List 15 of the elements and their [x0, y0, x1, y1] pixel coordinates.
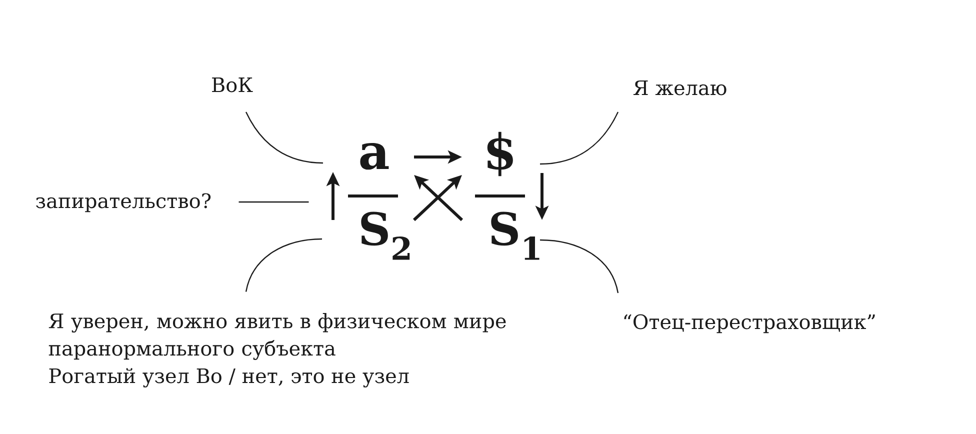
leader-line [245, 112, 324, 164]
annotation-text: запирательство? [36, 193, 211, 212]
annotation-text: “Отец-перестраховщик” [624, 314, 875, 334]
annotation-text: Рогатый узел Во / нет, это не узел [49, 368, 409, 388]
formula-symbol: S$_{1}$ [491, 212, 540, 260]
formula-symbol: $ [487, 132, 513, 176]
annotation-text: ВоК [212, 77, 253, 92]
leader-line [238, 201, 309, 203]
annotation-text: Я желаю [633, 80, 726, 96]
leader-line [540, 112, 619, 165]
leader-line [540, 239, 619, 294]
formula-symbol: S$_{2}$ [361, 212, 410, 260]
leader-line [245, 238, 322, 292]
formula-symbol: a [360, 142, 389, 170]
annotation-text: Я уверен, можно явить в физическом мире паранормального субъекта [48, 312, 506, 360]
